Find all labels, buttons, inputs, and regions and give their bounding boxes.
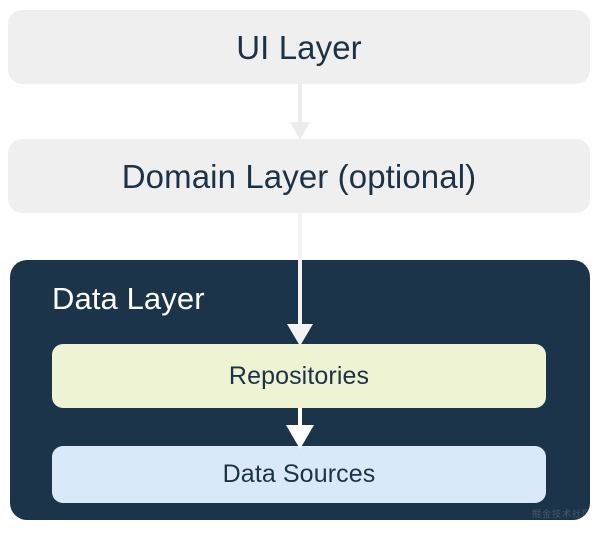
ui-layer-label: UI Layer: [236, 28, 362, 66]
data-layer-label: Data Layer: [52, 281, 205, 316]
data-sources-box: Data Sources: [52, 446, 546, 503]
repositories-box: Repositories: [52, 344, 546, 408]
repositories-label: Repositories: [228, 361, 370, 390]
data-sources-label: Data Sources: [222, 460, 376, 488]
ui-layer-box: UI Layer: [8, 10, 590, 84]
arrow-ui-to-domain-icon: [290, 84, 310, 140]
domain-layer-label: Domain Layer (optional): [121, 157, 477, 195]
watermark: 掘金技术社区: [531, 510, 592, 520]
domain-layer-box: Domain Layer (optional): [8, 139, 590, 213]
